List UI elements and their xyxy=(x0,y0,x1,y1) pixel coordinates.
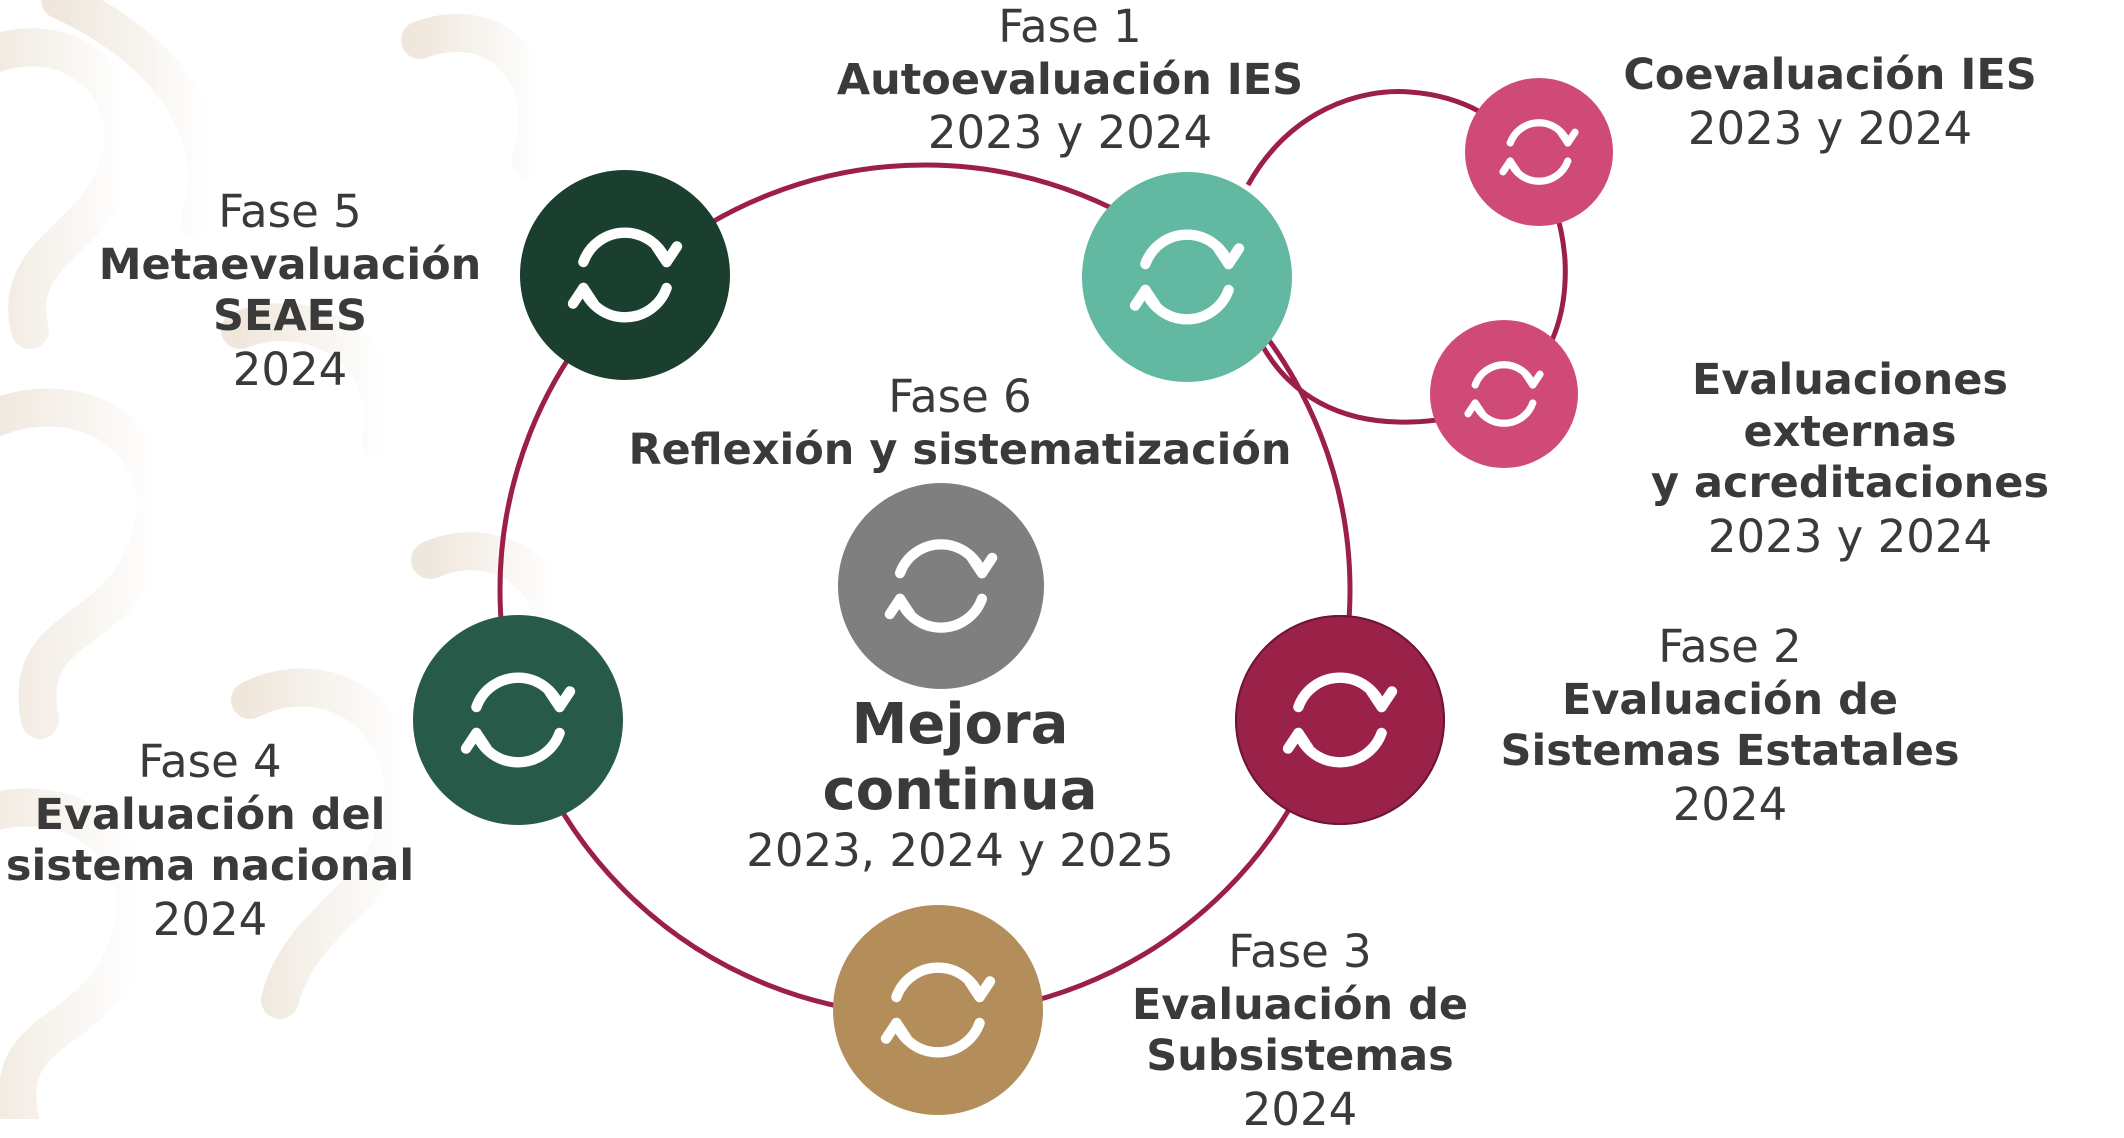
refresh-cycle-icon xyxy=(880,962,996,1058)
center-label: Mejora continua 2023, 2024 y 2025 xyxy=(700,692,1220,879)
coevaluacion-node xyxy=(1465,78,1613,226)
background-pattern xyxy=(0,0,573,1119)
refresh-cycle-icon xyxy=(884,539,998,633)
refresh-cycle-icon xyxy=(567,227,683,323)
fase4-node xyxy=(413,615,623,825)
center-title-line1: Mejora xyxy=(851,692,1069,757)
coevaluacion-title: Coevaluación IES xyxy=(1623,50,2037,100)
fase5-title-line1: Metaevaluación xyxy=(98,239,482,290)
fase3-node xyxy=(833,905,1043,1115)
fase3-label: Fase 3 Evaluación de Subsistemas 2024 xyxy=(1080,925,1520,1138)
fase1-node xyxy=(1082,172,1292,382)
coevaluacion-label: Coevaluación IES 2023 y 2024 xyxy=(1600,50,2060,156)
fase4-phase: Fase 4 xyxy=(138,735,282,788)
fase5-label: Fase 5 Metaevaluación SEAES 2024 xyxy=(80,185,500,398)
fase6-node xyxy=(838,483,1044,689)
refresh-cycle-icon xyxy=(1129,229,1245,325)
evaluaciones-externas-node xyxy=(1430,320,1578,468)
fase1-phase: Fase 1 xyxy=(998,0,1142,53)
fase6-label: Fase 6 Reflexión y sistematización xyxy=(620,370,1300,476)
fase1-years: 2023 y 2024 xyxy=(927,106,1213,160)
center-years: 2023, 2024 y 2025 xyxy=(746,824,1174,878)
fase4-years: 2024 xyxy=(152,893,268,947)
fase5-phase: Fase 5 xyxy=(218,185,362,238)
center-title-line2: continua xyxy=(822,758,1098,824)
evaluaciones-externas-label: Evaluaciones externas y acreditaciones 2… xyxy=(1580,355,2120,565)
evaluaciones-externas-title-line1: Evaluaciones externas xyxy=(1692,355,2008,457)
fase5-node xyxy=(520,170,730,380)
fase3-years: 2024 xyxy=(1242,1083,1358,1137)
refresh-cycle-icon xyxy=(460,672,576,768)
fase3-phase: Fase 3 xyxy=(1228,925,1372,978)
fase4-title-line1: Evaluación del xyxy=(34,789,386,840)
evaluaciones-externas-title-line2: y acreditaciones xyxy=(1650,458,2050,509)
fase2-title-line2: Sistemas Estatales xyxy=(1500,726,1960,777)
evaluaciones-externas-years: 2023 y 2024 xyxy=(1707,509,1993,563)
fase4-title-line2: sistema nacional xyxy=(5,841,415,892)
fase1-title: Autoevaluación IES xyxy=(836,54,1304,105)
fase3-title-line1: Evaluación de xyxy=(1131,979,1469,1030)
fase2-node xyxy=(1235,615,1445,825)
fase5-years: 2024 xyxy=(232,343,348,397)
fase6-phase: Fase 6 xyxy=(888,370,1032,423)
fase3-title-line2: Subsistemas xyxy=(1146,1031,1454,1082)
coevaluacion-years: 2023 y 2024 xyxy=(1687,101,1973,155)
fase2-title-line1: Evaluación de xyxy=(1561,674,1899,725)
fase6-title: Reflexión y sistematización xyxy=(628,424,1292,475)
fase4-label: Fase 4 Evaluación del sistema nacional 2… xyxy=(0,735,420,948)
refresh-cycle-icon xyxy=(1499,119,1579,185)
fase5-title-line2: SEAES xyxy=(213,291,367,342)
fase2-years: 2024 xyxy=(1672,778,1788,832)
fase2-phase: Fase 2 xyxy=(1658,620,1802,673)
refresh-cycle-icon xyxy=(1282,672,1398,768)
fase1-label: Fase 1 Autoevaluación IES 2023 y 2024 xyxy=(800,0,1340,161)
fase2-label: Fase 2 Evaluación de Sistemas Estatales … xyxy=(1490,620,1970,833)
refresh-cycle-icon xyxy=(1464,361,1544,427)
